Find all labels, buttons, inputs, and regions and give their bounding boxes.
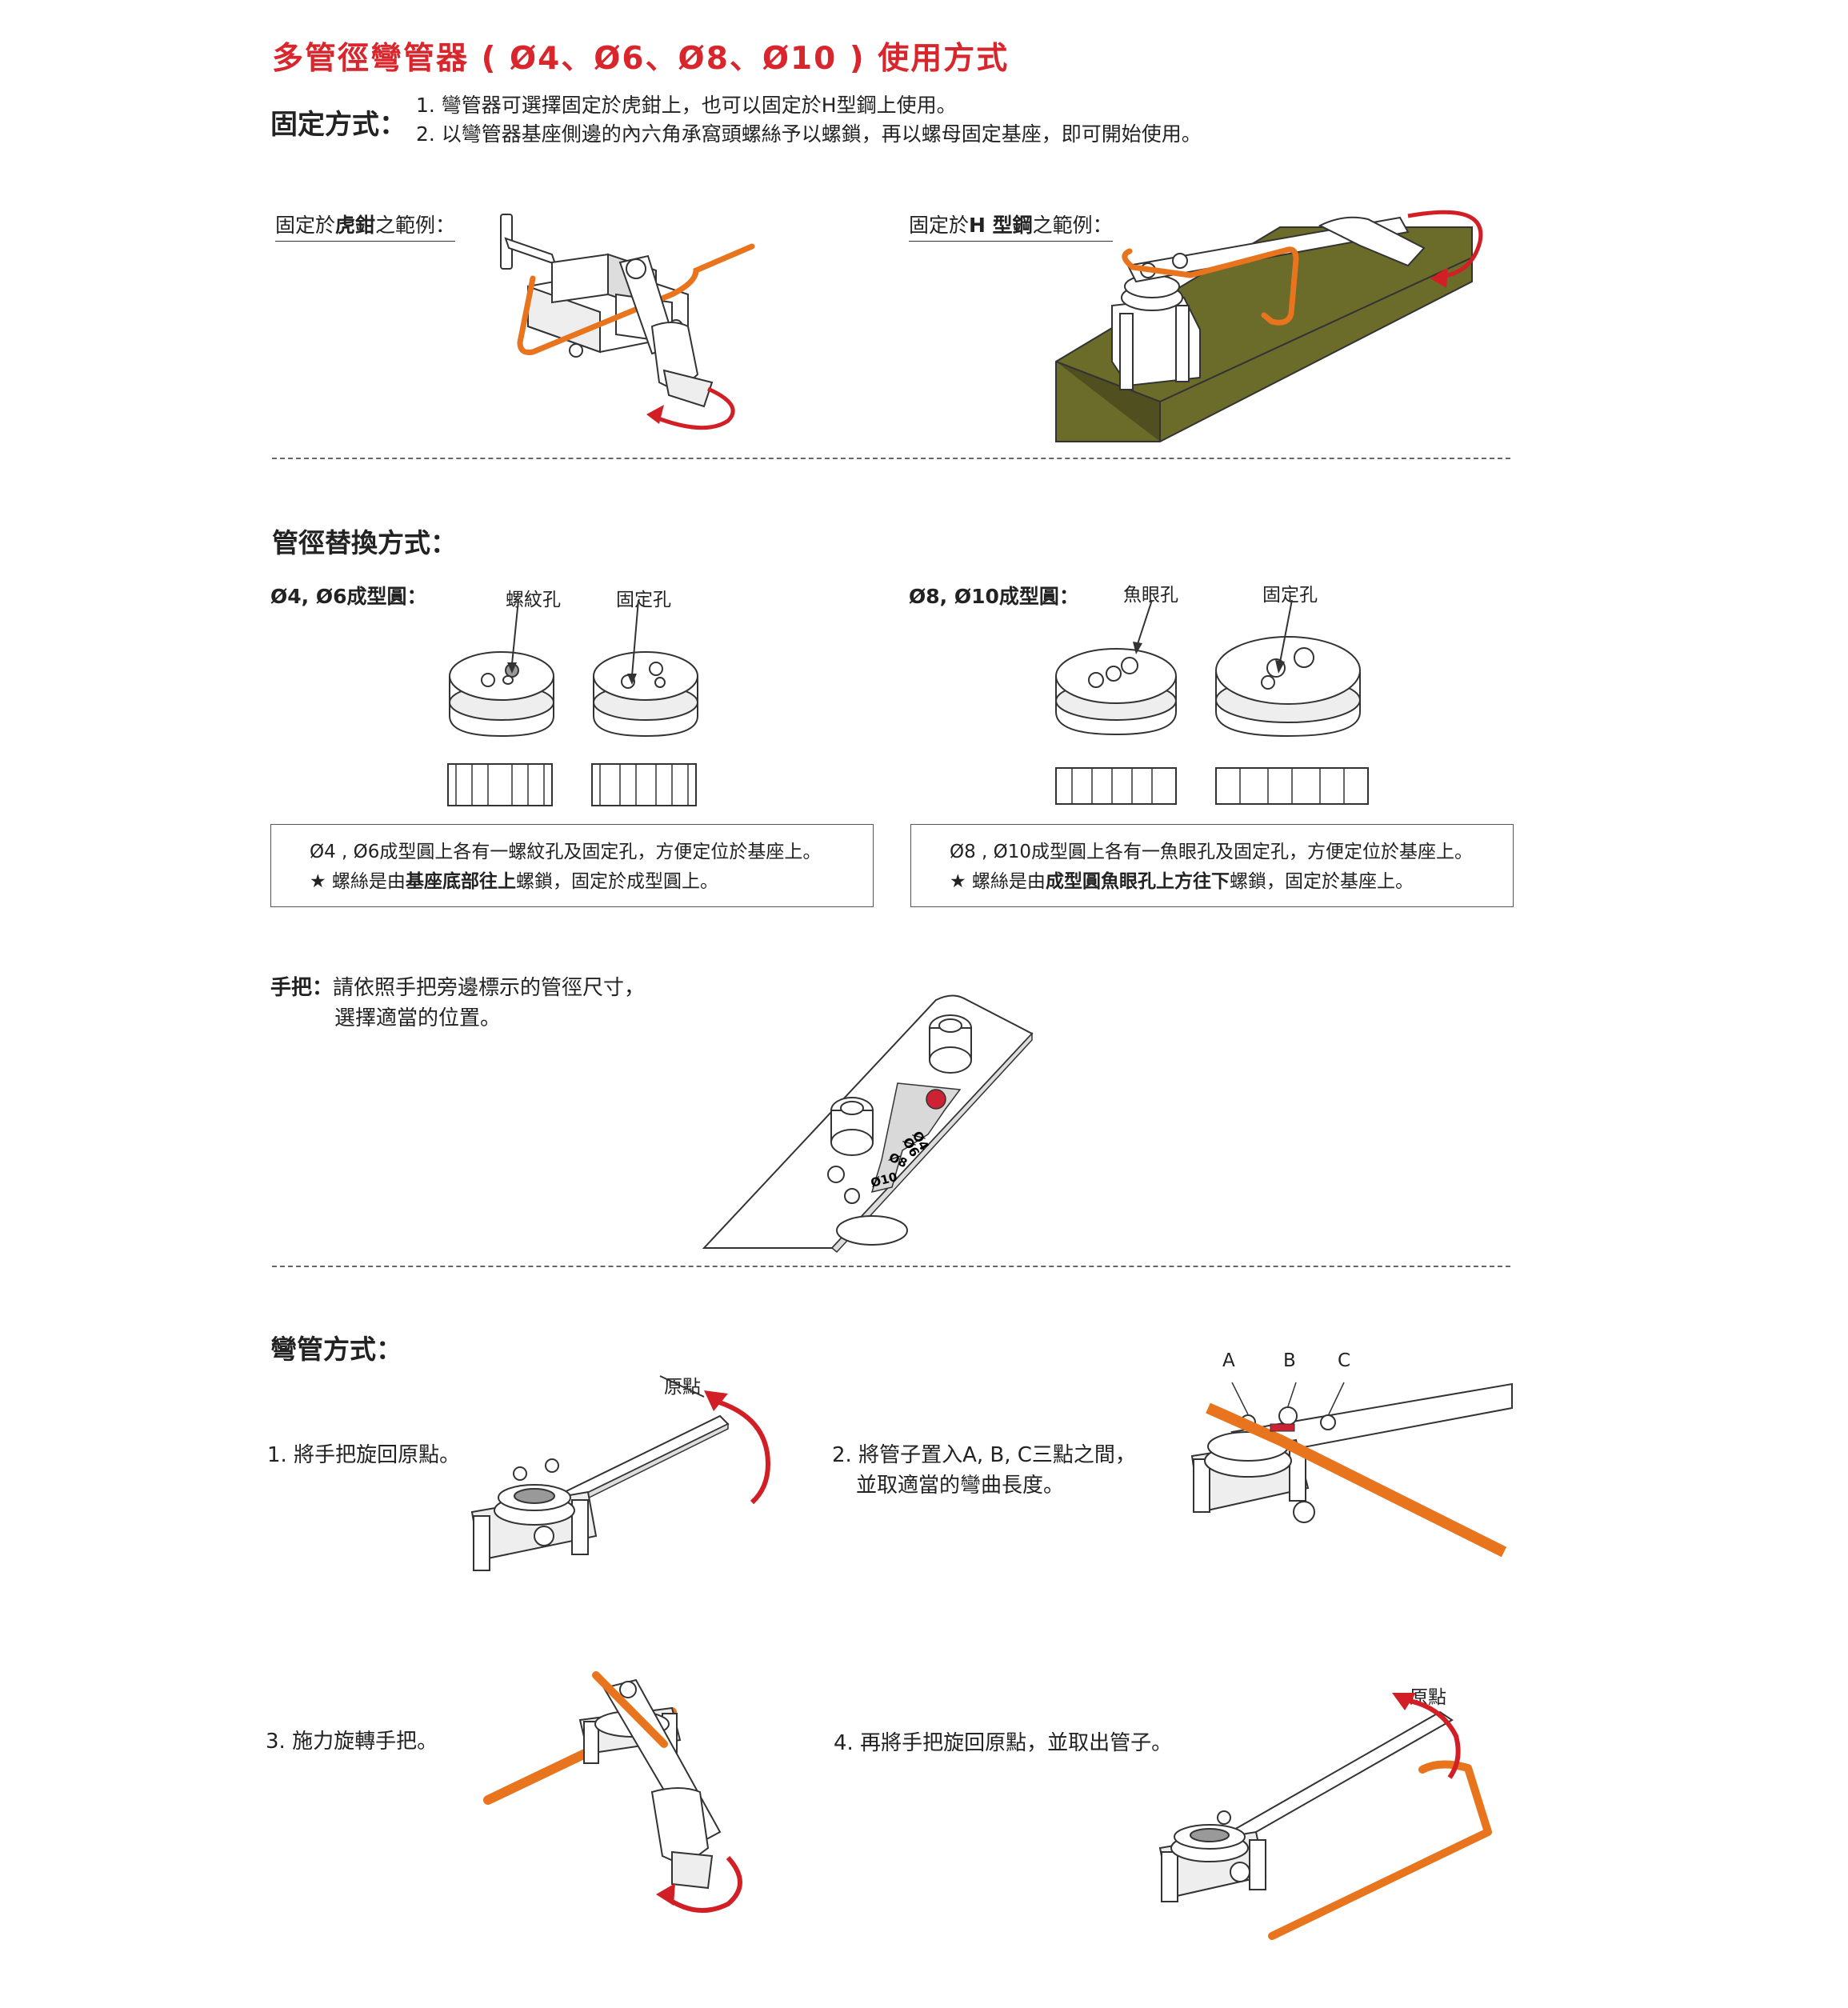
vise-mount-illustration bbox=[500, 214, 755, 430]
page-title: 多管徑彎管器 ( Ø4、Ø6、Ø8、Ø10 ) 使用方式 bbox=[272, 41, 1010, 77]
handle-line-2: 選擇適當的位置。 bbox=[334, 1006, 502, 1030]
die-left-label: Ø4, Ø6成型圓： bbox=[270, 585, 427, 608]
die-right-label: Ø8, Ø10成型圓： bbox=[909, 585, 1079, 608]
point-a-label: A bbox=[1222, 1350, 1235, 1371]
bending-step-2-line-2: 並取適當的彎曲長度。 bbox=[856, 1474, 1065, 1498]
die-heading: 管徑替換方式： bbox=[272, 527, 457, 558]
die-note-left: Ø4 , Ø6成型圓上各有一螺紋孔及固定孔，方便定位於基座上。 ★ 螺絲是由基座… bbox=[270, 824, 874, 907]
bending-step-3: 3. 施力旋轉手把。 bbox=[266, 1730, 438, 1754]
step3-illustration bbox=[483, 1671, 742, 1913]
handle-illustration: Ø4 Ø6 Ø8 Ø10 bbox=[702, 994, 1034, 1254]
bending-step-4: 4. 再將手把旋回原點，並取出管子。 bbox=[834, 1731, 1173, 1755]
section-divider-2 bbox=[272, 1266, 1510, 1267]
callout-fix-hole-right: 固定孔 bbox=[1262, 585, 1318, 606]
hbeam-example-label: 固定於H 型鋼之範例： bbox=[909, 210, 1113, 242]
point-b-label: B bbox=[1283, 1350, 1296, 1371]
point-c-label: C bbox=[1338, 1350, 1351, 1371]
die-note-right: Ø8 , Ø10成型圓上各有一魚眼孔及固定孔，方便定位於基座上。 ★ 螺絲是由成… bbox=[910, 824, 1514, 907]
bending-step-2-line-1: 2. 將管子置入A, B, C三點之間， bbox=[832, 1443, 1136, 1467]
small-dies-illustration bbox=[447, 599, 698, 806]
mount-label: 固定方式： bbox=[270, 109, 406, 141]
mount-line-2: 2. 以彎管器基座側邊的內六角承窩頭螺絲予以螺鎖，再以螺母固定基座，即可開始使用… bbox=[416, 122, 1202, 146]
vise-example-label: 固定於虎鉗之範例： bbox=[275, 210, 456, 242]
step1-illustration bbox=[470, 1375, 771, 1571]
bending-step-1: 1. 將手把旋回原點。 bbox=[267, 1443, 461, 1467]
large-dies-illustration bbox=[1055, 599, 1369, 805]
callout-thread-hole: 螺紋孔 bbox=[506, 590, 561, 610]
callout-fix-hole-left: 固定孔 bbox=[616, 590, 671, 610]
mount-line-1: 1. 彎管器可選擇固定於虎鉗上，也可以固定於H型鋼上使用。 bbox=[416, 94, 957, 117]
section-divider-1 bbox=[272, 458, 1510, 459]
step2-illustration bbox=[1190, 1382, 1513, 1558]
bending-heading: 彎管方式： bbox=[270, 1334, 402, 1365]
handle-label: 手把：請依照手把旁邊標示的管徑尺寸， bbox=[270, 976, 646, 1000]
step4-illustration bbox=[1158, 1693, 1492, 1940]
hbeam-mount-illustration bbox=[1055, 210, 1483, 442]
